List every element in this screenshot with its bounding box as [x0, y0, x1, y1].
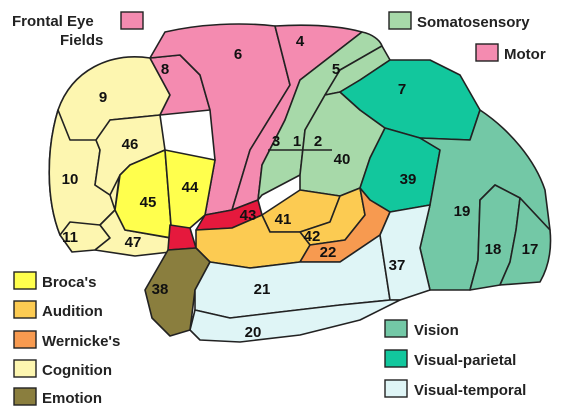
legend-label-brocas: Broca's: [42, 274, 96, 291]
legend-label-emotion: Emotion: [42, 390, 102, 406]
legend-label-visual-temporal: Visual-temporal: [414, 382, 526, 399]
legend-cognition: Cognition: [14, 360, 112, 379]
area-label-21: 21: [254, 281, 271, 298]
area-label-43: 43: [240, 207, 257, 224]
area-label-44: 44: [182, 179, 199, 196]
legend-swatch-visual-parietal: [385, 350, 407, 367]
legend-label-somatosensory: Somatosensory: [417, 14, 530, 31]
area-label-2: 2: [314, 133, 322, 150]
legend-label-vision: Vision: [414, 322, 459, 339]
legend-label-wernickes: Wernicke's: [42, 333, 120, 350]
legend-emotion: Emotion: [14, 388, 102, 406]
area-label-1: 1: [293, 133, 301, 150]
legend-brocas: Broca's: [14, 272, 96, 291]
area-label-37: 37: [389, 257, 406, 274]
area-label-18: 18: [485, 241, 502, 258]
area-label-41: 41: [275, 211, 292, 228]
area-label-38: 38: [152, 281, 169, 298]
legend-motor: Motor: [476, 44, 546, 63]
legend-visual-parietal: Visual-parietal: [385, 350, 516, 369]
area-label-3: 3: [272, 133, 280, 150]
area-label-4: 4: [296, 33, 305, 50]
area-label-45: 45: [140, 194, 157, 211]
area-label-11: 11: [62, 229, 78, 246]
area-label-46: 46: [122, 136, 139, 153]
legend-audition: Audition: [14, 301, 103, 320]
legend-label-motor: Motor: [504, 46, 546, 63]
legend-frontal-eye-fields-line1: Frontal Eye: [12, 13, 94, 30]
area-label-22: 22: [320, 244, 337, 261]
legend-swatch-motor: [476, 44, 498, 61]
legend-swatch-visual-temporal: [385, 380, 407, 397]
area-label-8: 8: [161, 61, 169, 78]
area-label-10: 10: [62, 171, 79, 188]
area-label-42: 42: [304, 228, 321, 245]
legend-frontal-eye-fields: Frontal Eye Fields: [12, 12, 143, 49]
legend-swatch-vision: [385, 320, 407, 337]
legend-frontal-eye-fields-line2: Fields: [60, 32, 103, 49]
area-label-47: 47: [125, 234, 142, 251]
area-label-6: 6: [234, 46, 242, 63]
area-label-20: 20: [245, 324, 262, 341]
legend-label-visual-parietal: Visual-parietal: [414, 352, 516, 369]
area-label-7: 7: [398, 81, 406, 98]
legend-swatch-frontal-eye-fields: [121, 12, 143, 29]
area-label-5: 5: [332, 61, 340, 78]
legend-visual-temporal: Visual-temporal: [385, 380, 526, 399]
legend-swatch-wernickes: [14, 331, 36, 348]
area-label-39: 39: [400, 171, 417, 188]
legend-somatosensory: Somatosensory: [389, 12, 530, 31]
legend-swatch-audition: [14, 301, 36, 318]
legend-swatch-cognition: [14, 360, 36, 377]
legend-wernickes: Wernicke's: [14, 331, 120, 350]
area-label-19: 19: [454, 203, 471, 220]
legend-swatch-emotion: [14, 388, 36, 405]
legend-swatch-somatosensory: [389, 12, 411, 29]
legend-vision: Vision: [385, 320, 459, 339]
area-label-40: 40: [334, 151, 351, 168]
legend-label-audition: Audition: [42, 303, 103, 320]
area-label-17: 17: [522, 241, 539, 258]
region-red-spot: [168, 225, 196, 250]
legend-swatch-brocas: [14, 272, 36, 289]
legend-label-cognition: Cognition: [42, 362, 112, 379]
area-label-9: 9: [99, 89, 107, 106]
